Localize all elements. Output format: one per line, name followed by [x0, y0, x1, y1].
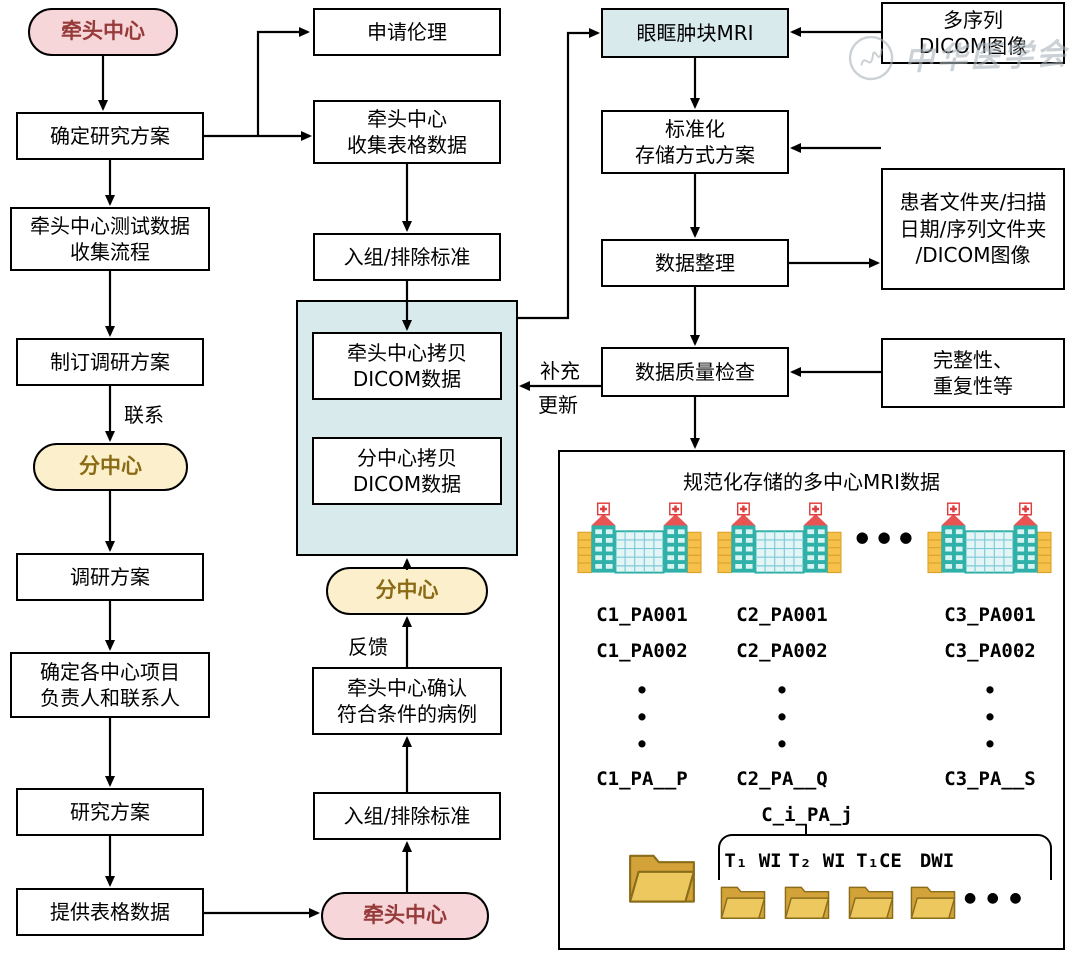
node-make-survey-plan: 制订调研方案 [16, 338, 204, 386]
patient-code: C1_PA002 [596, 640, 688, 662]
node-test-data-flow: 牵头中心测试数据 收集流程 [10, 207, 210, 271]
node-project-leaders: 确定各中心项目 负责人和联系人 [10, 652, 210, 718]
patient-code: C3_PA__S [944, 768, 1036, 790]
sequence-label: T₁CE [856, 850, 902, 872]
node-define-research-plan: 确定研究方案 [16, 112, 204, 160]
sequence-brace [718, 834, 1052, 880]
patient-code: C1_PA001 [596, 604, 688, 626]
folder-icon [784, 882, 830, 920]
node-orbital-mri: 眼眶肿块MRI [601, 8, 789, 58]
hospital-icon [577, 502, 702, 574]
label-update: 更新 [538, 393, 578, 417]
label-feedback: 反馈 [348, 635, 388, 659]
patient-code: C3_PA001 [944, 604, 1036, 626]
flow-arrow [518, 28, 600, 320]
sequence-label: T₁ WI [724, 850, 782, 872]
node-multiseq-dicom: 多序列 DICOM图像 [881, 2, 1065, 64]
folder-icon-large [628, 848, 696, 904]
hospital-icon [717, 502, 842, 574]
node-data-sorting: 数据整理 [601, 239, 789, 287]
node-sub-copy-dicom: 分中心拷贝 DICOM数据 [312, 437, 502, 505]
node-provide-form-data: 提供表格数据 [16, 888, 204, 936]
node-apply-ethics: 申请伦理 [313, 8, 501, 56]
node-research-plan: 研究方案 [16, 788, 204, 836]
node-lead-copy-dicom: 牵头中心拷贝 DICOM数据 [312, 332, 502, 400]
folder-icon [720, 882, 766, 920]
node-folder-structure: 患者文件夹/扫描 日期/序列文件夹 /DICOM图像 [881, 168, 1065, 290]
repository-title: 规范化存储的多中心MRI数据 [682, 470, 941, 494]
label-supplement: 补充 [540, 359, 580, 383]
patient-code: C1_PA__P [596, 768, 688, 790]
node-criteria-bottom: 入组/排除标准 [313, 792, 501, 840]
patient-code: C3_PA002 [944, 640, 1036, 662]
node-collect-form-data: 牵头中心 收集表格数据 [313, 100, 501, 164]
ellipsis-dots: ● ● ● [778, 682, 786, 750]
ellipsis-dots: ● ● ● [855, 528, 915, 546]
node-quality-check: 数据质量检查 [601, 347, 789, 397]
brace-tick [805, 825, 807, 835]
node-subcenter-left: 分中心 [33, 443, 188, 491]
flow-arrow [256, 27, 310, 136]
ellipsis-dots: ● ● ● [986, 682, 994, 750]
node-criteria-top: 入组/排除标准 [313, 233, 501, 281]
node-subcenter-middle: 分中心 [326, 567, 488, 615]
label-contact: 联系 [124, 403, 164, 427]
node-lead-center-top: 牵头中心 [28, 8, 178, 56]
ellipsis-dots: ● ● ● [964, 890, 1025, 906]
patient-code: C2_PA001 [736, 604, 828, 626]
node-confirm-cases: 牵头中心确认 符合条件的病例 [312, 667, 502, 735]
generic-code: C_i_PA_j [761, 804, 853, 826]
folder-icon [848, 882, 894, 920]
code-column: C1_PA001 C1_PA002 ● ● ● C1_PA__P [572, 604, 712, 804]
node-lead-center-bottom: 牵头中心 [321, 892, 489, 940]
sequence-label: T₂ WI [788, 850, 846, 872]
node-integrity: 完整性、 重复性等 [881, 338, 1065, 408]
patient-code: C2_PA002 [736, 640, 828, 662]
code-column: C3_PA001 C3_PA002 ● ● ● C3_PA__S [920, 604, 1060, 804]
folder-icon [910, 882, 956, 920]
patient-code: C2_PA__Q [736, 768, 828, 790]
hospital-icon [927, 502, 1052, 574]
code-column: C2_PA001 C2_PA002 ● ● ● C2_PA__Q [712, 604, 852, 804]
sequence-label: DWI [919, 850, 955, 872]
node-survey-plan: 调研方案 [16, 553, 204, 601]
node-storage-plan: 标准化 存储方式方案 [601, 110, 789, 174]
ellipsis-dots: ● ● ● [638, 682, 646, 750]
repository-box: 规范化存储的多中心MRI数据 ● ● ● C1_PA001 C1_PA002 ●… [558, 450, 1065, 950]
